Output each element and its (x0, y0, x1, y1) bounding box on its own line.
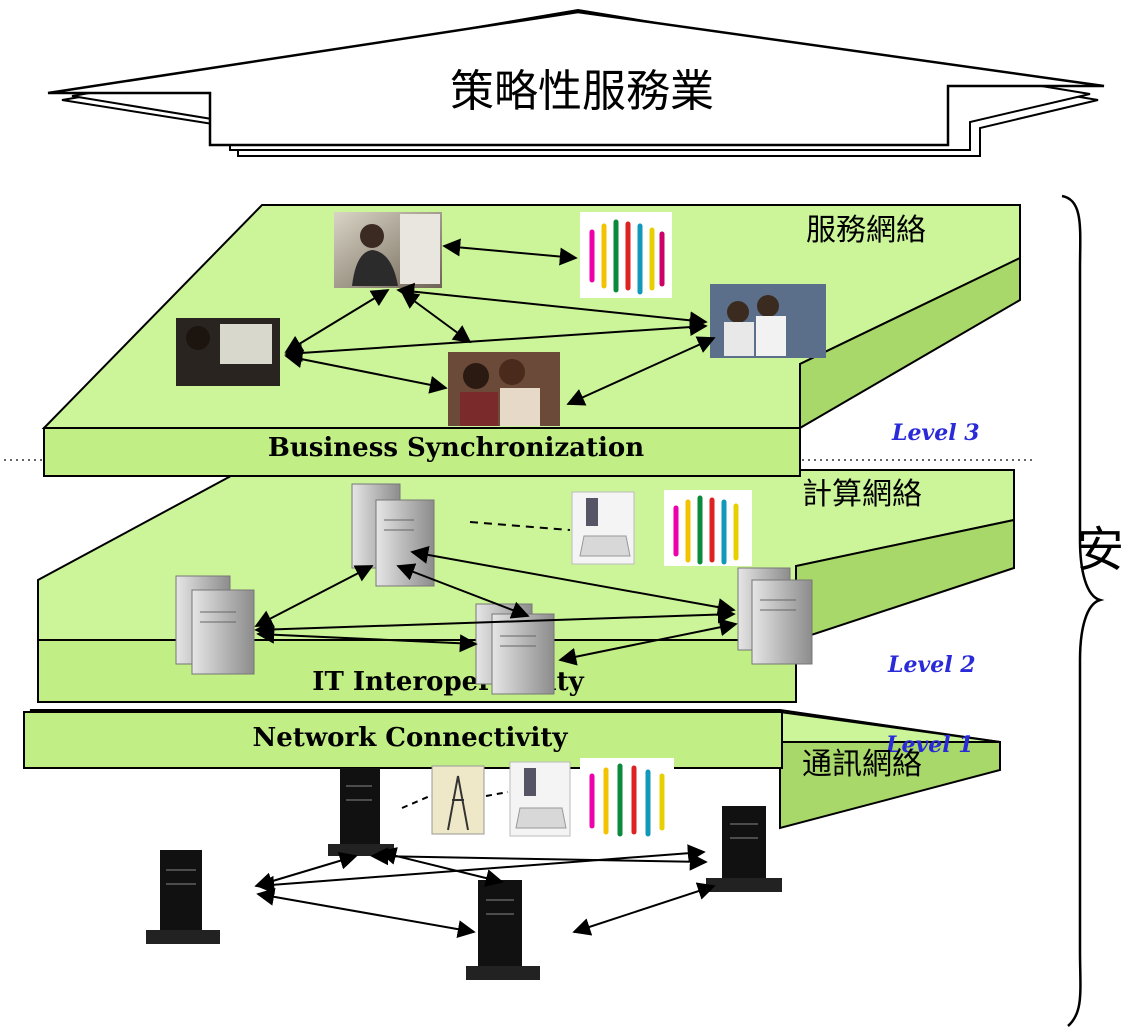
mobile-laptop-icon (509, 761, 571, 837)
network-tower-icon (706, 806, 782, 892)
meeting-photo (710, 284, 826, 358)
network-tower-icon (146, 850, 220, 944)
banner-roof (47, 10, 1105, 147)
level-2-links (254, 546, 738, 666)
network-tower-icon (328, 768, 394, 856)
level-3-nodes (176, 212, 826, 426)
platform-front (43, 427, 801, 477)
band-label-level-3: Business Synchronization (268, 433, 644, 463)
server-icon (475, 603, 555, 695)
wireless-link (469, 521, 571, 531)
level-1-nodes (146, 758, 782, 980)
platform-side (799, 256, 1021, 430)
network-tower-icon (466, 880, 540, 980)
platform-level-1: Network Connectivity Level 1 (23, 709, 1001, 830)
platform-front (23, 711, 783, 769)
banner-title: 策略性服務業 (450, 66, 714, 117)
crowd-people-icon (580, 212, 672, 298)
wireless-link (401, 795, 431, 809)
server-icon (737, 567, 813, 665)
level-2-nodes (175, 483, 813, 695)
right-brace: 安 (1061, 194, 1124, 1027)
crowd-people-icon (580, 758, 674, 840)
wireless-link (485, 791, 509, 797)
banner: 策略性服務業 (47, 8, 1105, 157)
side-label: 安 (1076, 522, 1124, 578)
server-icon (175, 575, 255, 675)
network-name-level-3: 服務網絡 (806, 213, 926, 248)
level-label-3: Level 3 (891, 420, 980, 446)
colleagues-photo (448, 352, 560, 426)
level-3-links (284, 238, 716, 406)
level-label-2: Level 2 (887, 652, 976, 678)
level-1-links (254, 844, 716, 939)
antenna-icon (431, 765, 485, 835)
person-at-desk-photo (334, 212, 442, 288)
network-name-level-1: 通訊網絡 (802, 747, 922, 782)
band-label-level-1: Network Connectivity (252, 723, 568, 753)
crowd-people-icon (664, 490, 752, 566)
mobile-laptop-icon (571, 491, 635, 565)
level-label-1: Level 1 (885, 732, 974, 758)
person-at-computer-photo (176, 318, 280, 386)
network-name-level-2: 計算網絡 (802, 477, 922, 512)
